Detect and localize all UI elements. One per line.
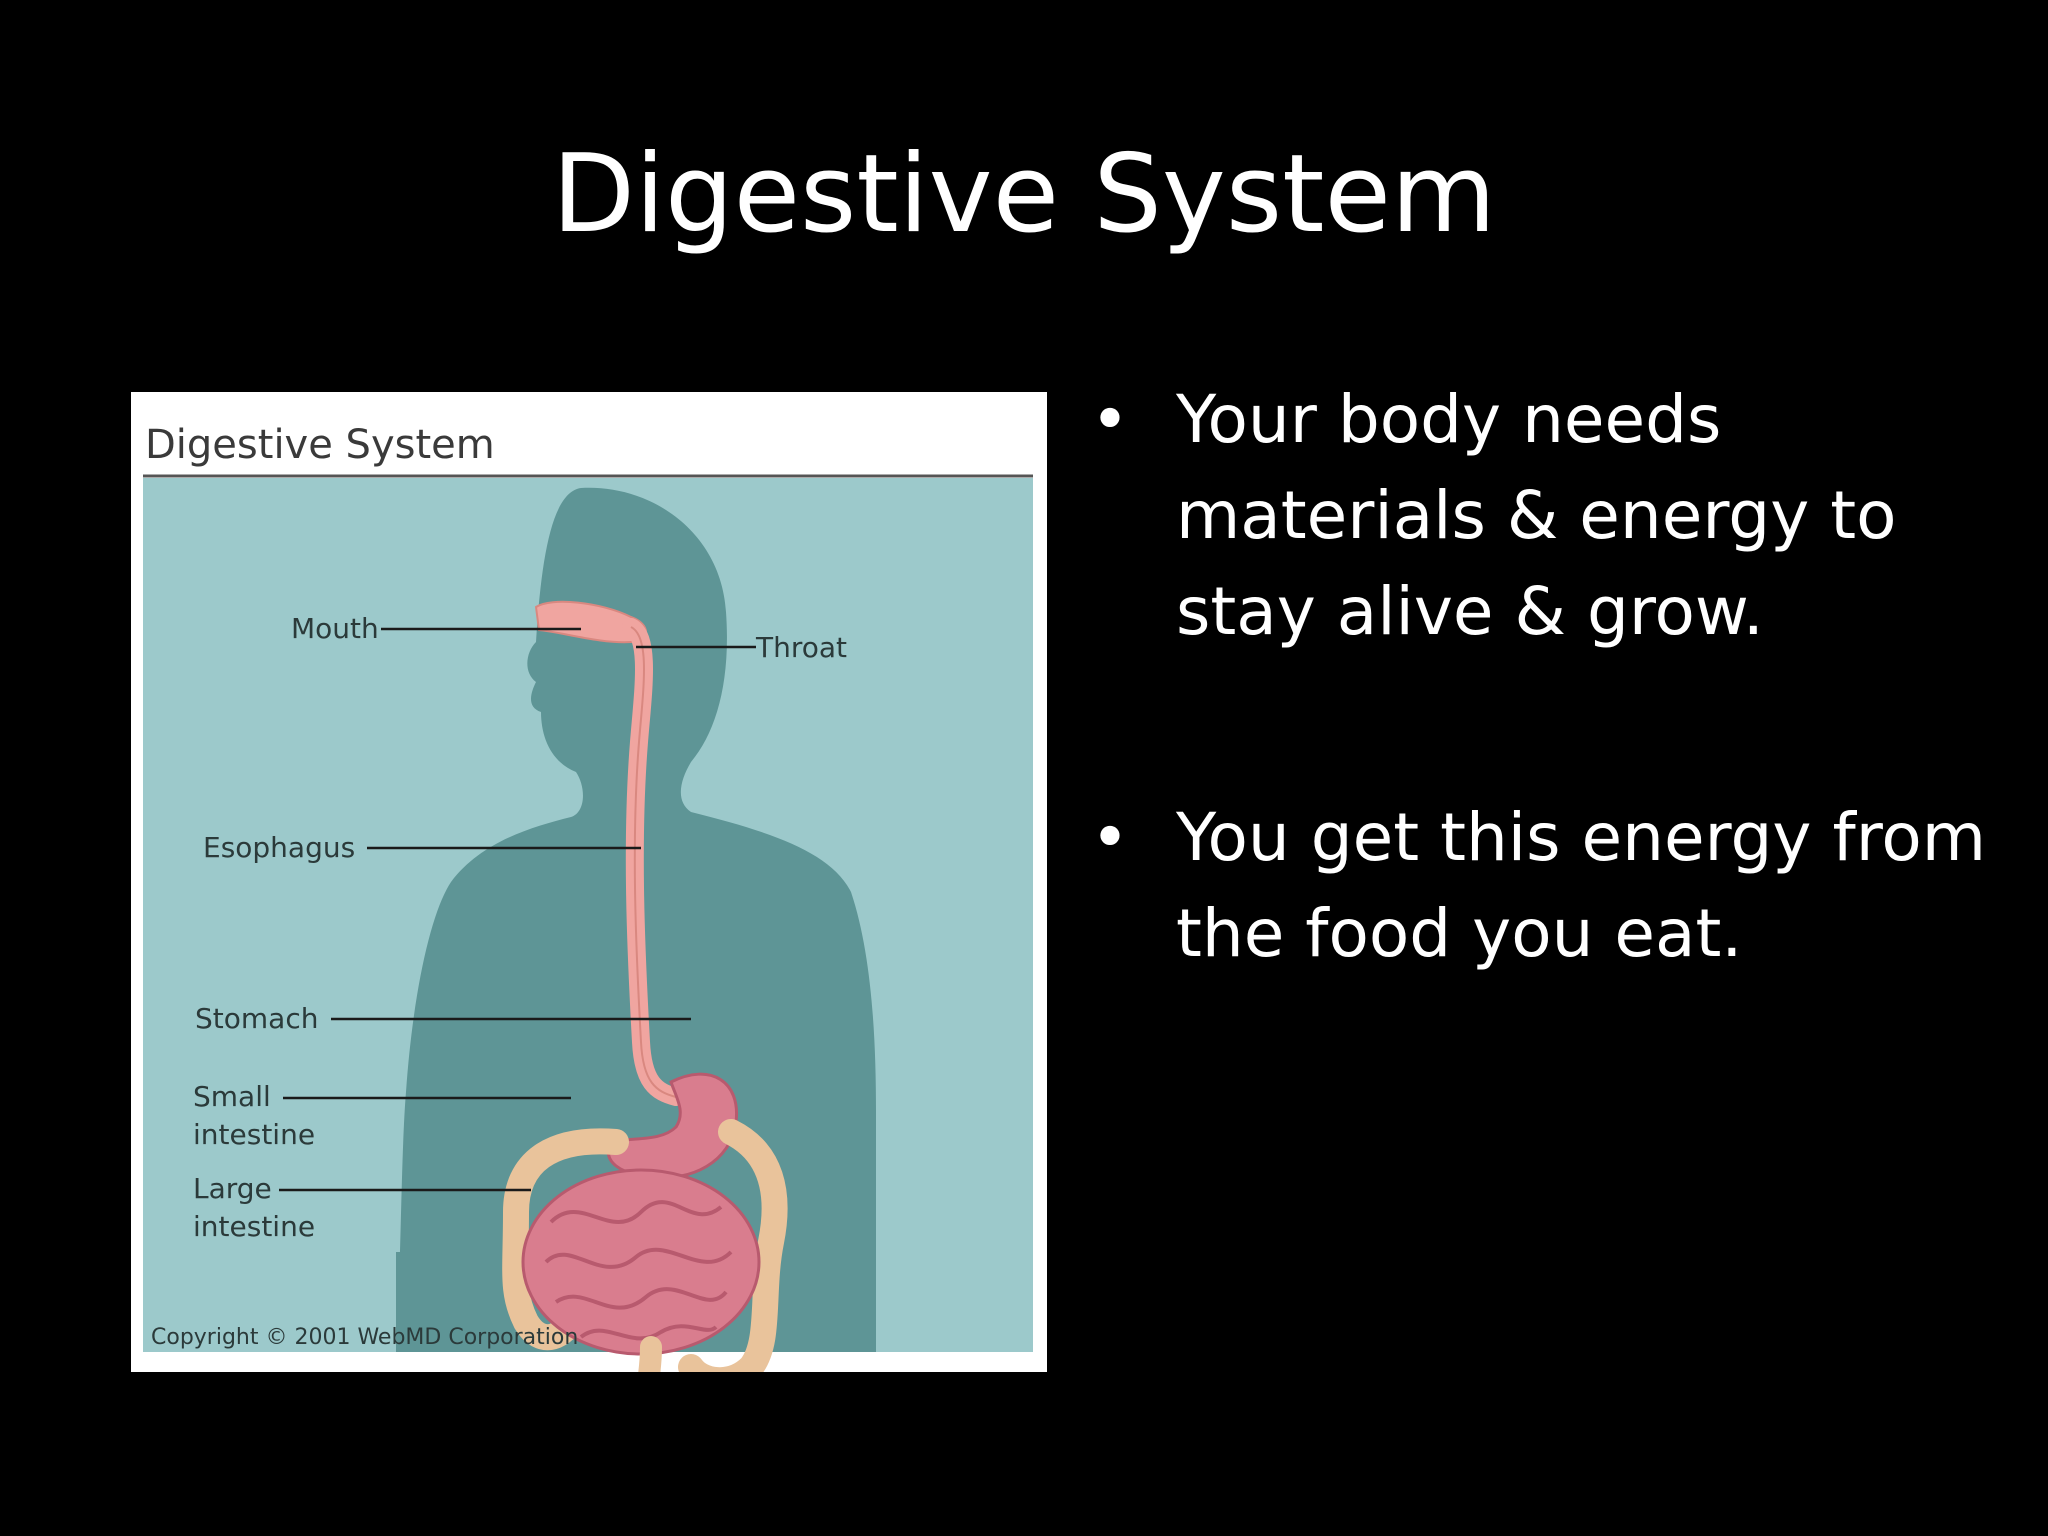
digestive-diagram-svg: Digestive System	[143, 422, 1033, 1372]
leader-lines	[279, 627, 756, 1192]
label-small-intestine-1: Small	[193, 1080, 271, 1113]
figure-copyright: Copyright © 2001 WebMD Corporation	[151, 1325, 578, 1350]
label-large-intestine-1: Large	[193, 1172, 272, 1205]
figure-header: Digestive System	[145, 422, 495, 468]
label-throat: Throat	[755, 631, 847, 664]
bullet-marker: •	[1090, 799, 1130, 876]
bullet-list: • Your body needs materials & energy to …	[1090, 372, 2030, 1112]
bullet-item: • You get this energy from the food you …	[1090, 790, 2030, 982]
small-intestine	[521, 1168, 761, 1356]
bullet-text: Your body needs materials & energy to st…	[1176, 381, 1897, 650]
bullet-marker: •	[1090, 381, 1130, 458]
label-esophagus: Esophagus	[203, 831, 355, 864]
label-stomach: Stomach	[195, 1002, 318, 1035]
label-mouth: Mouth	[291, 612, 379, 645]
digestive-system-figure: Digestive System	[131, 392, 1047, 1372]
rectum	[638, 1336, 662, 1372]
bullet-item: • Your body needs materials & energy to …	[1090, 372, 2030, 660]
large-intestine-right	[678, 1119, 788, 1372]
slide-title: Digestive System	[551, 132, 1497, 257]
bullet-text: You get this energy from the food you ea…	[1176, 799, 1987, 972]
label-small-intestine-2: intestine	[193, 1118, 315, 1151]
label-large-intestine-2: intestine	[193, 1210, 315, 1243]
large-intestine-left	[502, 1128, 629, 1351]
esophagus-edge	[630, 626, 677, 1098]
